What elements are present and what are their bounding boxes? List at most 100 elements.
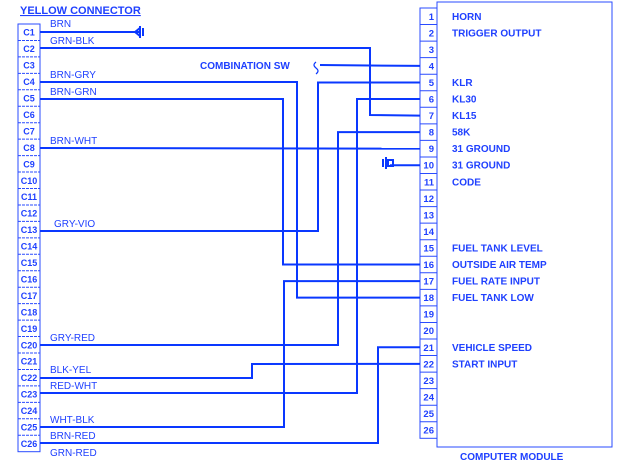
module-pin-function: FUEL TANK LOW <box>452 293 534 304</box>
wire-label-gry-red: GRY-RED <box>50 333 95 344</box>
module-pin-function: START INPUT <box>452 359 517 370</box>
module-pin-9: 9 <box>429 144 434 155</box>
module-pin-function: HORN <box>452 12 481 23</box>
module-pin-2: 2 <box>429 28 434 39</box>
computer-module: 1 HORN 2 TRIGGER OUTPUT 3 4 5 KLR 6 KL30 7 KL15 8 58K… <box>419 1 613 448</box>
connector-pin-c16: C16 <box>21 274 38 284</box>
wire-label-brn: BRN <box>50 19 71 30</box>
module-pin-12: 12 <box>423 194 434 205</box>
combination-switch-label: COMBINATION SW <box>200 61 290 72</box>
module-pin-function: 31 GROUND <box>452 144 510 155</box>
yellow-connector: C1C2C3C4C5C6C7C8C9C10C11C12C13C14C15C16C… <box>17 23 41 453</box>
module-pin-17: 17 <box>423 277 434 288</box>
connector-pin-c5: C5 <box>23 94 35 104</box>
module-pin-20: 20 <box>423 326 434 337</box>
wire-c25-pin17 <box>40 280 420 428</box>
module-title: COMPUTER MODULE <box>460 452 564 463</box>
wire-c23-pin6 <box>40 98 420 394</box>
connector-pin-c8: C8 <box>23 143 35 153</box>
module-pin-16: 16 <box>423 260 434 271</box>
module-pin-24: 24 <box>423 392 434 403</box>
module-pin-5: 5 <box>429 78 435 89</box>
connector-pin-c14: C14 <box>21 242 38 252</box>
module-pin-6: 6 <box>429 95 434 106</box>
connector-pin-c9: C9 <box>23 159 35 169</box>
module-pin-8: 8 <box>429 128 434 139</box>
connector-pin-c4: C4 <box>23 77 35 87</box>
connector-pin-c15: C15 <box>21 258 38 268</box>
wire-c22-pin22 <box>40 362 421 379</box>
connector-pin-c1: C1 <box>23 28 35 38</box>
module-body <box>436 1 613 448</box>
module-pin-function: CODE <box>452 177 481 188</box>
module-pin-3: 3 <box>429 45 434 56</box>
wire-label-brn-gry: BRN-GRY <box>50 70 96 81</box>
module-pin-26: 26 <box>423 426 434 437</box>
module-pin-22: 22 <box>423 359 434 370</box>
wire-label-wht-blk: WHT-BLK <box>50 415 95 426</box>
module-pin-10: 10 <box>423 161 434 172</box>
module-pin-function: 31 GROUND <box>452 161 510 172</box>
module-pin-function: 58K <box>452 128 471 139</box>
module-pin-function: KLR <box>452 78 473 89</box>
wire-label-grn-blk: GRN-BLK <box>50 36 95 47</box>
connector-pin-c17: C17 <box>21 291 38 301</box>
module-pin-15: 15 <box>423 243 434 254</box>
connector-pin-c2: C2 <box>23 44 35 54</box>
module-pin-19: 19 <box>423 310 434 321</box>
connector-pin-c3: C3 <box>23 61 35 71</box>
connector-pin-c18: C18 <box>21 307 38 317</box>
connector-title: YELLOW CONNECTOR <box>20 5 141 17</box>
module-pin-function: KL15 <box>452 111 477 122</box>
wire-c5-pin16 <box>40 98 420 266</box>
connector-pin-c10: C10 <box>21 176 38 186</box>
wire-c20-pin8 <box>40 131 420 346</box>
wire-label-brn-red: BRN-RED <box>50 431 96 442</box>
switch-symbol-icon <box>313 61 319 75</box>
connector-pin-c6: C6 <box>23 110 35 120</box>
wire-c26-pin21 <box>40 346 420 444</box>
module-pin-function: TRIGGER OUTPUT <box>452 28 541 39</box>
wire-labels: BRN GRN-BLK BRN-GRY BRN-GRN BRN-WHT GRY-VIO GR… <box>50 19 97 459</box>
wire-c13-pin5 <box>40 81 420 232</box>
connector-pin-c11: C11 <box>21 192 37 202</box>
connector-pin-c21: C21 <box>21 357 38 367</box>
connector-pin-c7: C7 <box>23 126 35 136</box>
ground-symbol-icon <box>133 25 144 39</box>
module-pin-7: 7 <box>429 111 434 122</box>
ground-symbol-icon <box>382 157 394 169</box>
connector-pin-c24: C24 <box>21 406 38 416</box>
module-pin-function: VEHICLE SPEED <box>452 343 532 354</box>
connector-pin-c26: C26 <box>21 439 38 449</box>
module-pin-function: FUEL TANK LEVEL <box>452 243 543 254</box>
module-pin-13: 13 <box>423 210 434 221</box>
wire-label-red-wht: RED-WHT <box>50 381 97 392</box>
wire-c4-pin18 <box>40 81 420 299</box>
connector-pin-c25: C25 <box>21 423 38 433</box>
module-pin-11: 11 <box>424 177 435 188</box>
wires <box>39 25 421 444</box>
module-pin-14: 14 <box>423 227 434 238</box>
module-pin-1: 1 <box>429 12 435 23</box>
module-pin-function: OUTSIDE AIR TEMP <box>452 260 547 271</box>
wire-label-brn-wht: BRN-WHT <box>50 136 97 147</box>
connector-pin-c13: C13 <box>21 225 38 235</box>
wire-label-brn-grn: BRN-GRN <box>50 87 97 98</box>
module-pin-function: FUEL RATE INPUT <box>452 277 540 288</box>
module-pin-function: KL30 <box>452 95 477 106</box>
connector-pin-c12: C12 <box>21 209 38 219</box>
module-pin-25: 25 <box>423 409 434 420</box>
module-pin-18: 18 <box>423 293 434 304</box>
connector-pin-c23: C23 <box>21 390 38 400</box>
module-pin-23: 23 <box>423 376 434 387</box>
wire-combination-sw-pin4 <box>319 64 421 67</box>
connector-pin-c22: C22 <box>21 373 38 383</box>
connector-pin-c19: C19 <box>21 324 38 334</box>
module-pin-21: 21 <box>423 343 434 354</box>
connector-pin-c20: C20 <box>21 340 38 350</box>
wire-label-grn-red: GRN-RED <box>50 448 97 459</box>
module-pin-4: 4 <box>429 61 435 72</box>
wire-label-blk-yel: BLK-YEL <box>50 365 92 376</box>
wire-label-gry-vio: GRY-VIO <box>54 219 95 230</box>
